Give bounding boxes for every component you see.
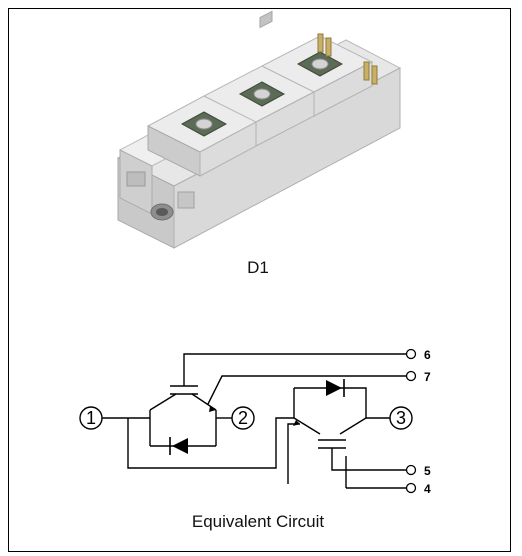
module-slot [126,171,146,187]
gate2-wire [331,448,407,471]
pin-3-label: 3 [396,408,406,428]
terminal-6-label: 6 [424,348,431,362]
diode2-triangle [326,380,342,396]
gate1-wire [183,353,407,386]
base-notch-1 [259,10,273,29]
igbt2-emitter-arrow [293,420,300,426]
terminal-6-node [405,348,417,360]
bottom-loop-wire [127,417,294,469]
terminal-4-label: 4 [424,482,431,496]
housing-3-side [313,61,373,117]
terminal-screw-1 [195,118,213,130]
mounting-hole-inner [156,208,168,216]
igbt1-emitter-arrow [209,406,216,412]
aux-tab-4 [371,65,378,85]
base-notch-2 [177,191,195,209]
diode1-triangle [172,438,188,454]
igbt1-collector [149,393,177,411]
igbt2-emitter [339,417,367,435]
igbt2-collector [293,417,321,435]
emitter2-sense-wire [287,423,300,484]
pin-1-label: 1 [86,408,96,428]
aux-tab-3 [363,61,370,81]
module-label: D1 [247,258,269,277]
terminal-4-node [405,482,417,494]
igbt-module-render [116,10,402,249]
aux-tab-2 [325,37,332,57]
terminal-5-label: 5 [424,464,431,478]
equivalent-circuit [102,353,407,489]
aux-tab-1 [317,33,324,53]
pin-circle-3: 3 [389,406,413,430]
pin-circle-1: 1 [79,406,103,430]
terminal-screw-2 [253,88,271,100]
terminal-7-node [405,370,417,382]
terminal-screw-3 [311,58,329,70]
igbt2-diode-top-wire [294,387,367,418]
pin-circle-2: 2 [231,406,255,430]
pin-2-label: 2 [238,408,248,428]
terminal-5-node [405,464,417,476]
terminal-7-label: 7 [424,370,431,384]
emitter1-sense-wire [207,375,407,405]
circuit-caption: Equivalent Circuit [192,512,325,531]
